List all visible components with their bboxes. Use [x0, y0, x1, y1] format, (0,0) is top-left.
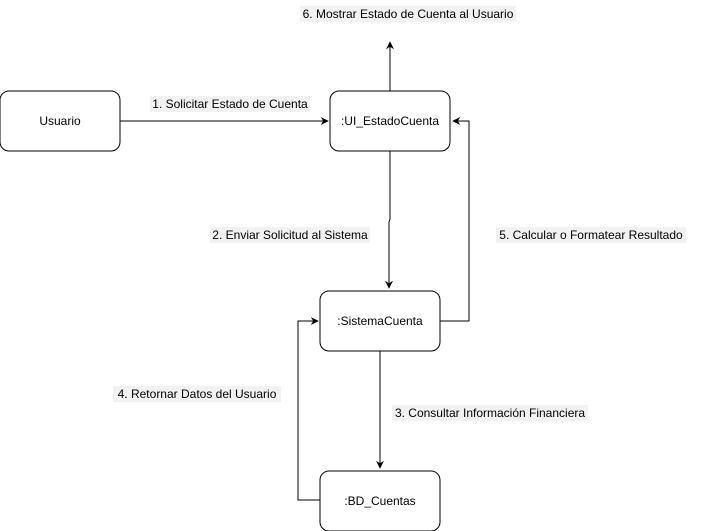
- node-ui-estadocuenta[interactable]: :UI_EstadoCuenta: [329, 90, 451, 152]
- node-ui-estadocuenta-label: :UI_EstadoCuenta: [341, 114, 439, 128]
- node-usuario[interactable]: Usuario: [0, 90, 121, 152]
- message-6-text: 6. Mostrar Estado de Cuenta al Usuario: [303, 7, 514, 21]
- edge-sistema-to-ui: [440, 117, 470, 322]
- node-usuario-label: Usuario: [39, 114, 81, 128]
- message-label-2: 2. Enviar Solicitud al Sistema: [210, 227, 370, 243]
- edge-bd-to-sistema: [297, 317, 320, 501]
- node-sistemacuenta-label: :SistemaCuenta: [337, 314, 423, 328]
- message-label-1: 1. Solicitar Estado de Cuenta: [150, 96, 310, 112]
- message-1-text: 1. Solicitar Estado de Cuenta: [152, 97, 308, 111]
- edge-ui-to-sistema: [385, 151, 393, 289]
- message-2-text: 2. Enviar Solicitud al Sistema: [212, 228, 368, 242]
- message-4-text: 4. Retornar Datos del Usuario: [118, 387, 277, 401]
- node-bd-cuentas[interactable]: :BD_Cuentas: [319, 470, 441, 531]
- message-3-text: 3. Consultar Información Financiera: [395, 406, 585, 420]
- message-5-text: 5. Calcular o Formatear Resultado: [499, 228, 683, 242]
- message-label-5: 5. Calcular o Formatear Resultado: [496, 227, 686, 243]
- message-label-3: 3. Consultar Información Financiera: [392, 405, 588, 421]
- message-label-6: 6. Mostrar Estado de Cuenta al Usuario: [300, 6, 516, 22]
- node-bd-cuentas-label: :BD_Cuentas: [344, 494, 415, 508]
- node-sistemacuenta[interactable]: :SistemaCuenta: [319, 290, 441, 352]
- message-label-4: 4. Retornar Datos del Usuario: [113, 386, 281, 402]
